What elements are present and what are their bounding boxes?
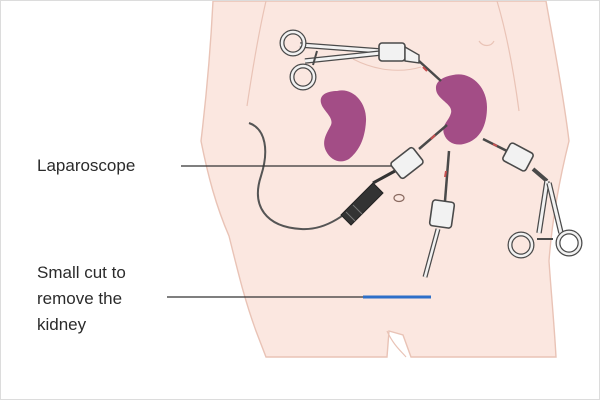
grasper-top-left: [279, 29, 442, 91]
incision-label-line-1: Small cut to: [37, 263, 126, 282]
lower-instrument: [422, 150, 456, 278]
incision-label-line-2: remove the: [37, 289, 123, 308]
right-kidney: [435, 74, 487, 145]
laparoscope-label: Laparoscope: [37, 156, 136, 175]
grasper-right: [482, 137, 583, 259]
left-arm-contour: [246, 1, 267, 107]
incision-label-line-3: kidney: [37, 315, 87, 334]
rib-contour: [352, 58, 422, 71]
right-arm-contour: [496, 1, 520, 112]
navel: [393, 193, 405, 203]
groin-contour: [386, 330, 407, 358]
laparoscope: [248, 122, 448, 231]
left-kidney: [320, 90, 367, 162]
incision-label: Small cut to remove the kidney: [37, 260, 126, 338]
nipple-mark: [478, 40, 495, 47]
